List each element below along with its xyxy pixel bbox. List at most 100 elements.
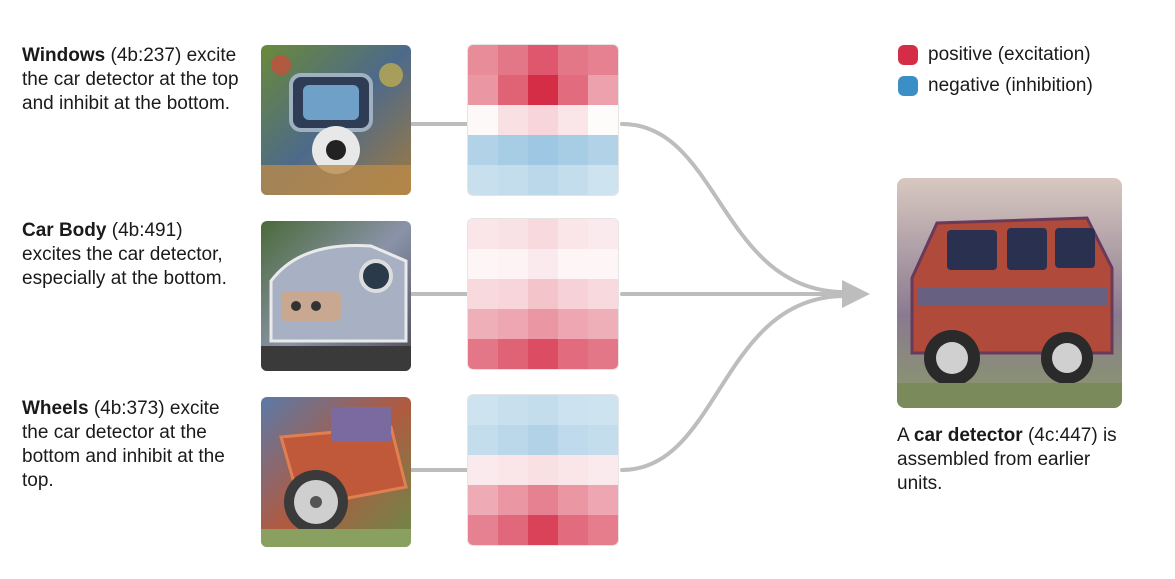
weight-cell xyxy=(498,249,528,279)
weight-cell xyxy=(588,279,618,309)
weight-cell xyxy=(468,249,498,279)
weight-cell xyxy=(498,219,528,249)
weight-cell xyxy=(528,485,558,515)
weight-cell xyxy=(558,515,588,545)
weight-grid-windows xyxy=(468,45,618,195)
legend-swatch-positive xyxy=(898,45,918,65)
connector-windows xyxy=(408,122,847,294)
weight-cell xyxy=(468,515,498,545)
result-id: (4c:447) xyxy=(1027,425,1098,446)
result-name: car detector xyxy=(913,425,1023,446)
weight-cell xyxy=(528,279,558,309)
weight-cell xyxy=(558,135,588,165)
weight-cell xyxy=(588,455,618,485)
weight-cell xyxy=(468,219,498,249)
weight-cell xyxy=(588,425,618,455)
weight-cell xyxy=(558,395,588,425)
weight-cell xyxy=(498,75,528,105)
weight-cell xyxy=(528,395,558,425)
weight-cell xyxy=(528,219,558,249)
weight-cell xyxy=(588,75,618,105)
weight-cell xyxy=(468,339,498,369)
weight-cell xyxy=(558,485,588,515)
weight-cell xyxy=(528,425,558,455)
weight-cell xyxy=(468,105,498,135)
weight-cell xyxy=(468,135,498,165)
weight-cell xyxy=(468,165,498,195)
weight-cell xyxy=(558,105,588,135)
weight-cell xyxy=(588,395,618,425)
caption-windows: Windows (4b:237) excite the car detector… xyxy=(22,44,242,116)
weight-cell xyxy=(558,339,588,369)
caption-wheels: Wheels (4b:373) excite the car detector … xyxy=(22,397,242,493)
unit-name-wheels: Wheels xyxy=(22,398,89,419)
weight-cell xyxy=(498,105,528,135)
weight-cell xyxy=(528,165,558,195)
weight-cell xyxy=(498,135,528,165)
weight-cell xyxy=(528,105,558,135)
weight-cell xyxy=(588,219,618,249)
unit-desc-car-body: excites the car detector, especially at … xyxy=(22,244,227,289)
weight-cell xyxy=(498,425,528,455)
weight-cell xyxy=(498,515,528,545)
unit-id-car-body: (4b:491) xyxy=(111,220,183,241)
weight-cell xyxy=(558,309,588,339)
weight-grid-wheels xyxy=(468,395,618,545)
weight-cell xyxy=(528,309,558,339)
feature-visualization-car-detector xyxy=(897,178,1122,408)
caption-car-detector: A car detector (4c:447) is assembled fro… xyxy=(897,424,1137,496)
weight-cell xyxy=(558,219,588,249)
feature-visualization-windows xyxy=(261,45,411,195)
weight-cell xyxy=(468,279,498,309)
weight-cell xyxy=(528,455,558,485)
weight-cell xyxy=(528,515,558,545)
weight-cell xyxy=(498,45,528,75)
weight-cell xyxy=(498,165,528,195)
weight-cell xyxy=(558,165,588,195)
legend-negative: negative (inhibition) xyxy=(898,75,1093,97)
weight-cell xyxy=(528,135,558,165)
legend-label-positive: positive (excitation) xyxy=(928,44,1091,65)
weight-cell xyxy=(498,309,528,339)
weight-cell xyxy=(588,135,618,165)
weight-cell xyxy=(498,395,528,425)
weight-cell xyxy=(558,455,588,485)
caption-car-body: Car Body (4b:491) excites the car detect… xyxy=(22,219,242,291)
weight-cell xyxy=(588,339,618,369)
unit-name-car-body: Car Body xyxy=(22,220,107,241)
unit-id-wheels: (4b:373) xyxy=(93,398,165,419)
weight-cell xyxy=(498,455,528,485)
weight-cell xyxy=(528,75,558,105)
weight-cell xyxy=(588,165,618,195)
unit-name-windows: Windows xyxy=(22,45,106,66)
feature-visualization-car-body xyxy=(261,221,411,371)
weight-cell xyxy=(468,75,498,105)
weight-cell xyxy=(498,279,528,309)
connector-wheels xyxy=(408,294,847,472)
arrowhead xyxy=(842,280,870,308)
weight-cell xyxy=(588,309,618,339)
unit-desc-windows: excite the car detector at the top and i… xyxy=(22,45,239,114)
legend-swatch-negative xyxy=(898,76,918,96)
feature-visualization-wheels xyxy=(261,397,411,547)
result-prefix: A xyxy=(897,425,909,446)
weight-grid-car-body xyxy=(468,219,618,369)
result-desc: is assembled from earlier units. xyxy=(897,425,1117,494)
weight-cell xyxy=(468,425,498,455)
unit-id-windows: (4b:237) xyxy=(110,45,182,66)
weight-cell xyxy=(588,45,618,75)
weight-cell xyxy=(468,309,498,339)
weight-cell xyxy=(468,45,498,75)
weight-cell xyxy=(588,485,618,515)
weight-cell xyxy=(528,45,558,75)
weight-cell xyxy=(468,455,498,485)
weight-cell xyxy=(588,515,618,545)
weight-cell xyxy=(528,339,558,369)
unit-desc-wheels: excite the car detector at the bottom an… xyxy=(22,398,225,491)
weight-cell xyxy=(528,249,558,279)
weight-cell xyxy=(468,395,498,425)
weight-cell xyxy=(558,425,588,455)
weight-cell xyxy=(588,105,618,135)
